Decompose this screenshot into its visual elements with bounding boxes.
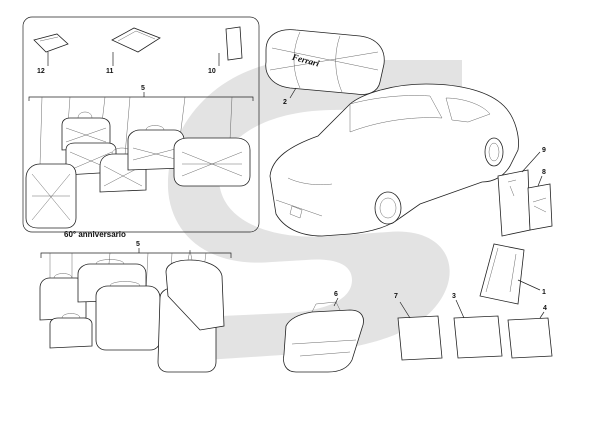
label-10: 10	[208, 68, 216, 75]
label-12: 12	[37, 68, 45, 75]
booklet-icon	[218, 26, 243, 66]
watermark-shape	[167, 60, 462, 362]
envelope-icon	[111, 27, 161, 66]
tall-bag-icon	[497, 151, 541, 237]
label-5-top: 5	[141, 85, 145, 92]
anniversary-frame	[22, 16, 260, 233]
label-8: 8	[542, 169, 546, 176]
label-9: 9	[542, 147, 546, 154]
booklet-7-icon	[397, 301, 443, 361]
manual-pouch-icon	[479, 243, 541, 305]
label-2: 2	[283, 99, 287, 106]
label-7: 7	[394, 293, 398, 300]
car-cover-bag-icon	[265, 29, 385, 99]
booklet-4-icon	[507, 311, 553, 359]
label-1: 1	[542, 289, 546, 296]
label-3: 3	[452, 293, 456, 300]
first-aid-kit-icon	[283, 297, 364, 373]
card-icon	[527, 175, 553, 231]
folder-icon	[33, 33, 69, 66]
luggage-set-top	[25, 111, 251, 229]
luggage-set-bottom	[39, 249, 225, 373]
label-6: 6	[334, 291, 338, 298]
label-4: 4	[543, 305, 547, 312]
caption-anniversario: 60° anniversario	[64, 230, 126, 239]
booklet-3-icon	[453, 299, 503, 359]
label-11: 11	[106, 68, 114, 75]
label-5-bottom: 5	[136, 241, 140, 248]
car-icon	[269, 83, 519, 237]
